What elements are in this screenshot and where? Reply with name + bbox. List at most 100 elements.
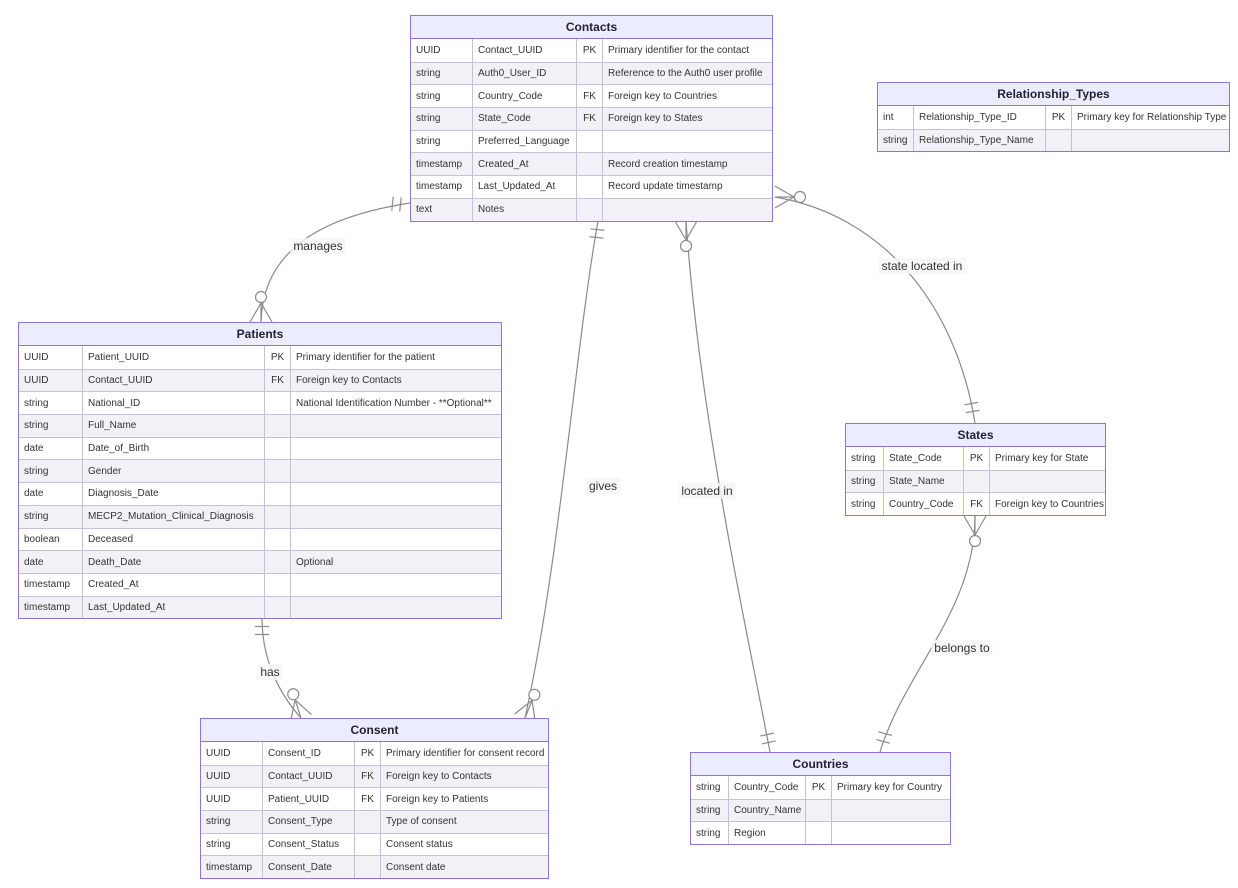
attr-comment [291, 483, 501, 505]
edge-located-in [685, 220, 771, 753]
attr-name: Date_of_Birth [83, 437, 265, 460]
attr-type: UUID [19, 346, 83, 369]
attr-comment: Record update timestamp [608, 181, 723, 193]
attr-type: string [846, 470, 884, 493]
attr-name: Death_Date [83, 551, 265, 573]
entity-title: Consent [201, 719, 548, 742]
attr-key: PK [964, 447, 990, 470]
entity-title: Relationship_Types [878, 83, 1229, 106]
attr-name: Region [729, 822, 806, 845]
attr-comment [603, 199, 772, 221]
attr-comment: Type of consent [386, 816, 457, 828]
marker-exactly-one-state-located-in [964, 401, 980, 414]
marker-zero-or-many-located-in [674, 220, 698, 253]
edge-state-located-in [774, 196, 976, 424]
attr-name: Country_Code [473, 85, 577, 108]
entity-title: Countries [691, 753, 950, 776]
attr-comment [291, 506, 501, 528]
attr-type: string [201, 811, 263, 833]
attr-key: FK [577, 85, 603, 108]
attr-name: Created_At [83, 573, 265, 596]
marker-exactly-one-gives [589, 228, 605, 239]
attr-comment [291, 529, 501, 551]
attr-type: string [411, 85, 473, 108]
attr-comment [603, 131, 772, 153]
attr-name: Created_At [473, 153, 577, 176]
attr-key [577, 176, 603, 198]
attr-type: string [19, 415, 83, 437]
attr-name: Last_Updated_At [83, 596, 265, 619]
attr-key [806, 822, 832, 845]
attr-name: Consent_Date [263, 856, 355, 879]
marker-exactly-one-located-in [760, 732, 776, 745]
attr-name: Contact_UUID [473, 39, 577, 62]
attr-key [1046, 129, 1072, 152]
attr-comment: Primary identifier for the contact [608, 44, 750, 56]
attr-comment: Foreign key to Countries [995, 498, 1104, 510]
attr-type: string [19, 460, 83, 483]
attr-key [265, 551, 291, 573]
attr-name: Relationship_Type_Name [914, 129, 1046, 152]
attr-comment: National Identification Number - **Optio… [296, 397, 492, 409]
attr-comment [832, 822, 950, 844]
attr-key [577, 130, 603, 153]
attr-key [806, 799, 832, 822]
attr-key [265, 596, 291, 619]
entity-title: States [846, 424, 1105, 447]
edge-manages [260, 202, 411, 323]
attr-key: FK [355, 788, 381, 811]
attr-comment: Foreign key to Countries [608, 90, 717, 102]
entity-title: Contacts [411, 16, 772, 39]
attr-key [355, 811, 381, 833]
attr-key [355, 833, 381, 856]
attr-comment [291, 438, 501, 460]
attr-key [265, 483, 291, 505]
attr-key [265, 505, 291, 528]
attr-comment: Reference to the Auth0 user profile [608, 68, 763, 80]
attr-type: string [411, 130, 473, 153]
attr-name: MECP2_Mutation_Clinical_Diagnosis [83, 505, 265, 528]
attr-name: National_ID [83, 392, 265, 415]
attr-type: string [411, 62, 473, 85]
attr-name: Auth0_User_ID [473, 62, 577, 85]
attr-key [964, 470, 990, 493]
attr-comment: Primary key for Relationship Type [1077, 111, 1227, 123]
attr-type: date [19, 551, 83, 573]
attr-key: PK [265, 346, 291, 369]
attr-name: State_Code [884, 447, 964, 470]
attr-key [265, 460, 291, 483]
attr-name: Diagnosis_Date [83, 483, 265, 505]
attr-comment: Foreign key to Contacts [386, 771, 492, 783]
attr-name: State_Name [884, 470, 964, 493]
marker-exactly-one-manages [391, 196, 402, 212]
attr-key [577, 62, 603, 85]
attr-type: timestamp [19, 573, 83, 596]
attr-type: timestamp [411, 153, 473, 176]
relationship-label-located-in: located in [678, 483, 736, 499]
entity-title: Patients [19, 323, 501, 346]
attr-type: text [411, 198, 473, 221]
attr-comment: Primary key for State [995, 452, 1089, 464]
attr-comment: Consent status [386, 839, 453, 851]
attr-name: Contact_UUID [263, 765, 355, 788]
attr-comment: Consent date [386, 861, 446, 873]
attr-type: string [19, 392, 83, 415]
attr-type: UUID [19, 369, 83, 392]
relationship-label-has: has [257, 664, 283, 680]
attr-key [577, 153, 603, 176]
